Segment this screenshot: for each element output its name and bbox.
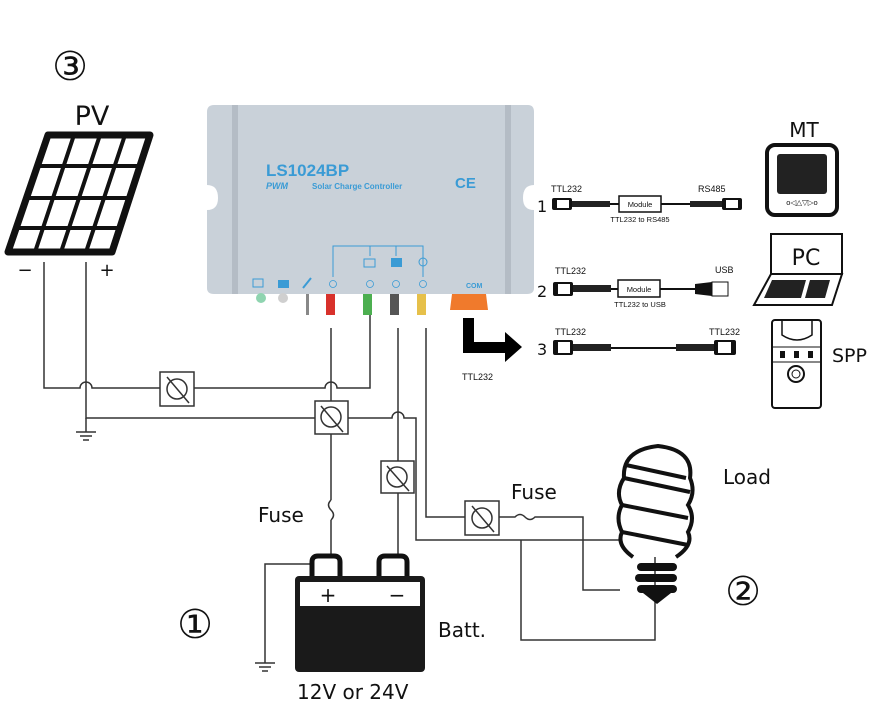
wrench-icon: [302, 277, 312, 289]
pv-terminal-icon: [363, 258, 376, 268]
svg-text:3: 3: [537, 340, 547, 359]
status-led-gray: [278, 293, 288, 303]
breaker-icon: [464, 500, 500, 536]
battery-terminal-icon: [391, 258, 402, 267]
battery-neg-sign: −: [389, 583, 406, 607]
battery-pos-sign: +: [320, 583, 337, 607]
spp-icon: [771, 319, 822, 409]
svg-text:TTL232 to USB: TTL232 to USB: [614, 300, 666, 309]
battery-led-icon: [278, 280, 289, 288]
svg-text:SPP: SPP: [832, 345, 867, 367]
load-label: Load: [723, 465, 771, 489]
pv-label: PV: [75, 101, 110, 132]
svg-text:TTL232: TTL232: [555, 266, 586, 276]
module-box: [618, 195, 662, 213]
com-port: [450, 294, 488, 310]
svg-text:2: 2: [537, 282, 547, 301]
svg-text:o◁△▽▷o: o◁△▽▷o: [786, 198, 817, 207]
battery-voltage: 12V or 24V: [297, 680, 409, 703]
module-box: [617, 279, 661, 298]
pv-neg-sign: −: [17, 260, 32, 281]
svg-text:PC: PC: [792, 246, 821, 271]
terminal-batt-neg: [390, 294, 399, 315]
svg-text:MT: MT: [789, 118, 819, 142]
load-fuse-label: Fuse: [511, 480, 557, 504]
svg-text:Module: Module: [627, 285, 652, 294]
cable-1: 1 TTL232 RS485 Module TTL232 to RS485: [537, 184, 742, 224]
controller-pwm: PWM: [266, 181, 288, 191]
svg-text:TTL232: TTL232: [709, 327, 740, 337]
com-arrow-icon: [463, 318, 522, 362]
terminal-pv-pos: [326, 294, 335, 315]
terminal-batt-pos: [363, 294, 372, 315]
load-terminal-icon: [418, 257, 428, 267]
breaker-icon: [380, 460, 415, 494]
load-section: Fuse Load ②: [511, 443, 771, 615]
svg-text:TTL232: TTL232: [551, 184, 582, 194]
bulb-icon: [616, 443, 695, 604]
battery-index: ①: [177, 602, 213, 648]
svg-text:USB: USB: [715, 265, 734, 275]
battery-fuse-label: Fuse: [258, 503, 304, 527]
charge-controller: LS1024BP PWM Solar Charge Controller CE …: [207, 105, 534, 315]
usb-plug-icon: [711, 281, 729, 297]
device-mt: MT o◁△▽▷o: [765, 118, 839, 217]
ground-icon: [76, 431, 96, 441]
device-pc: PC: [752, 233, 844, 306]
battery-icon: [295, 553, 425, 672]
svg-text:RS485: RS485: [698, 184, 726, 194]
svg-text:Module: Module: [628, 200, 653, 209]
cable-2: 2 TTL232 USB Module TTL232 to USB: [537, 265, 734, 309]
cable-3: 3 TTL232 TTL232: [537, 327, 740, 359]
breaker-icon: [159, 371, 195, 407]
terminal-load: [417, 294, 426, 315]
solar-panel-icon: [4, 131, 154, 256]
com-label: COM: [466, 283, 483, 290]
breaker-icon: [314, 400, 349, 435]
pv-index: ③: [52, 44, 88, 90]
battery-section: Fuse ① + − Batt. 12V or 24V: [177, 503, 486, 703]
pv-pos-sign: +: [99, 260, 114, 281]
com-arrow-label: TTL232: [462, 372, 493, 382]
pv-section: ③ PV − +: [4, 44, 154, 281]
pv-led-icon: [252, 278, 264, 288]
status-led-green: [256, 293, 266, 303]
battery-label: Batt.: [438, 618, 486, 642]
load-index: ②: [725, 569, 761, 615]
wiring: [43, 262, 656, 672]
svg-text:1: 1: [537, 197, 547, 216]
controller-model: LS1024BP: [266, 161, 349, 180]
svg-text:TTL232 to RS485: TTL232 to RS485: [610, 215, 669, 224]
svg-text:TTL232: TTL232: [555, 327, 586, 337]
device-spp: SPP: [771, 319, 867, 409]
controller-subtitle: Solar Charge Controller: [312, 182, 402, 191]
ce-mark: CE: [455, 175, 476, 192]
